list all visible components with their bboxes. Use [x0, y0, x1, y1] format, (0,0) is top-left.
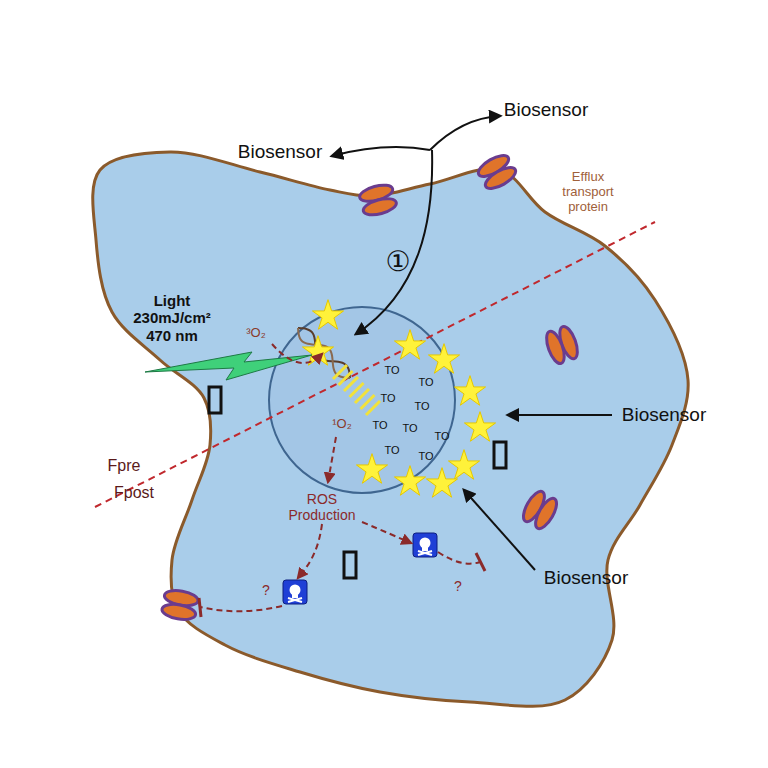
- nucleus: [269, 307, 455, 493]
- protein-label: Efflux transport protein: [551, 170, 625, 215]
- oxygen-label: ³O₂: [246, 326, 266, 341]
- to-label: TO: [380, 392, 395, 405]
- light-label: Light 230mJ/cm² 470 nm: [124, 292, 220, 344]
- leader-arrow: [464, 490, 535, 570]
- to-label: TO: [402, 422, 417, 435]
- biosensor-label: Biosensor: [504, 99, 589, 121]
- ros-pathway: [328, 437, 336, 482]
- dna-strand: [298, 328, 350, 378]
- efflux-protein: [543, 324, 581, 366]
- to-label: TO: [372, 419, 387, 432]
- biosensor-label: Biosensor: [622, 404, 707, 426]
- phase-label: Fpre: [108, 457, 141, 475]
- oxygen-label: ¹O₂: [332, 417, 352, 432]
- fluorescence-star: [428, 344, 459, 374]
- ros-pathway: [200, 606, 282, 611]
- fluorescence-star: [394, 466, 425, 496]
- to-label: TO: [418, 450, 433, 463]
- biosensor-label: Biosensor: [544, 567, 629, 589]
- fluorescence-star: [464, 412, 495, 442]
- fluorescence-star: [302, 336, 333, 366]
- question-mark: ?: [262, 582, 270, 598]
- biosensor-label: Biosensor: [238, 141, 323, 163]
- to-label: TO: [434, 430, 449, 443]
- efflux-protein: [475, 151, 518, 192]
- to-label: TO: [418, 376, 433, 389]
- light-bolt: [145, 352, 312, 380]
- efflux-protein: [519, 488, 560, 531]
- fluorescence-star: [454, 376, 485, 406]
- efflux-protein: [358, 182, 398, 218]
- phase-label: Fpost: [114, 484, 154, 502]
- efflux-protein: [161, 588, 199, 621]
- toxicity-icon: [413, 533, 437, 557]
- leader-arrow: [430, 116, 500, 150]
- empty-box: [494, 442, 506, 468]
- inhibition-bar: [476, 553, 485, 571]
- to-label: TO: [384, 444, 399, 457]
- leader-arrow: [332, 147, 430, 156]
- divider-line: [95, 222, 655, 507]
- leader-arrow: [356, 150, 432, 334]
- cell-membrane: [93, 152, 688, 706]
- fluorescence-star: [448, 450, 479, 480]
- toxicity-icon: [283, 580, 307, 604]
- callout-number: ①: [385, 246, 410, 278]
- fluorescence-star: [312, 300, 343, 330]
- to-label: TO: [414, 400, 429, 413]
- fluorescence-star: [394, 330, 425, 360]
- ros-pathway: [362, 522, 411, 543]
- empty-box: [209, 387, 221, 413]
- ros-pathway: [272, 344, 322, 363]
- question-mark: ?: [454, 578, 462, 594]
- empty-box: [344, 552, 356, 578]
- leader-arrow: [508, 414, 612, 416]
- fluorescence-star: [356, 454, 387, 484]
- fluorescence-star: [426, 468, 457, 498]
- dna-rung: [366, 401, 380, 415]
- to-label: TO: [384, 364, 399, 377]
- inhibition-bar: [199, 598, 201, 617]
- ros-label: ROS Production: [276, 491, 368, 523]
- dna-strand: [298, 328, 350, 378]
- ros-pathway: [438, 552, 480, 564]
- ros-pathway: [298, 524, 322, 578]
